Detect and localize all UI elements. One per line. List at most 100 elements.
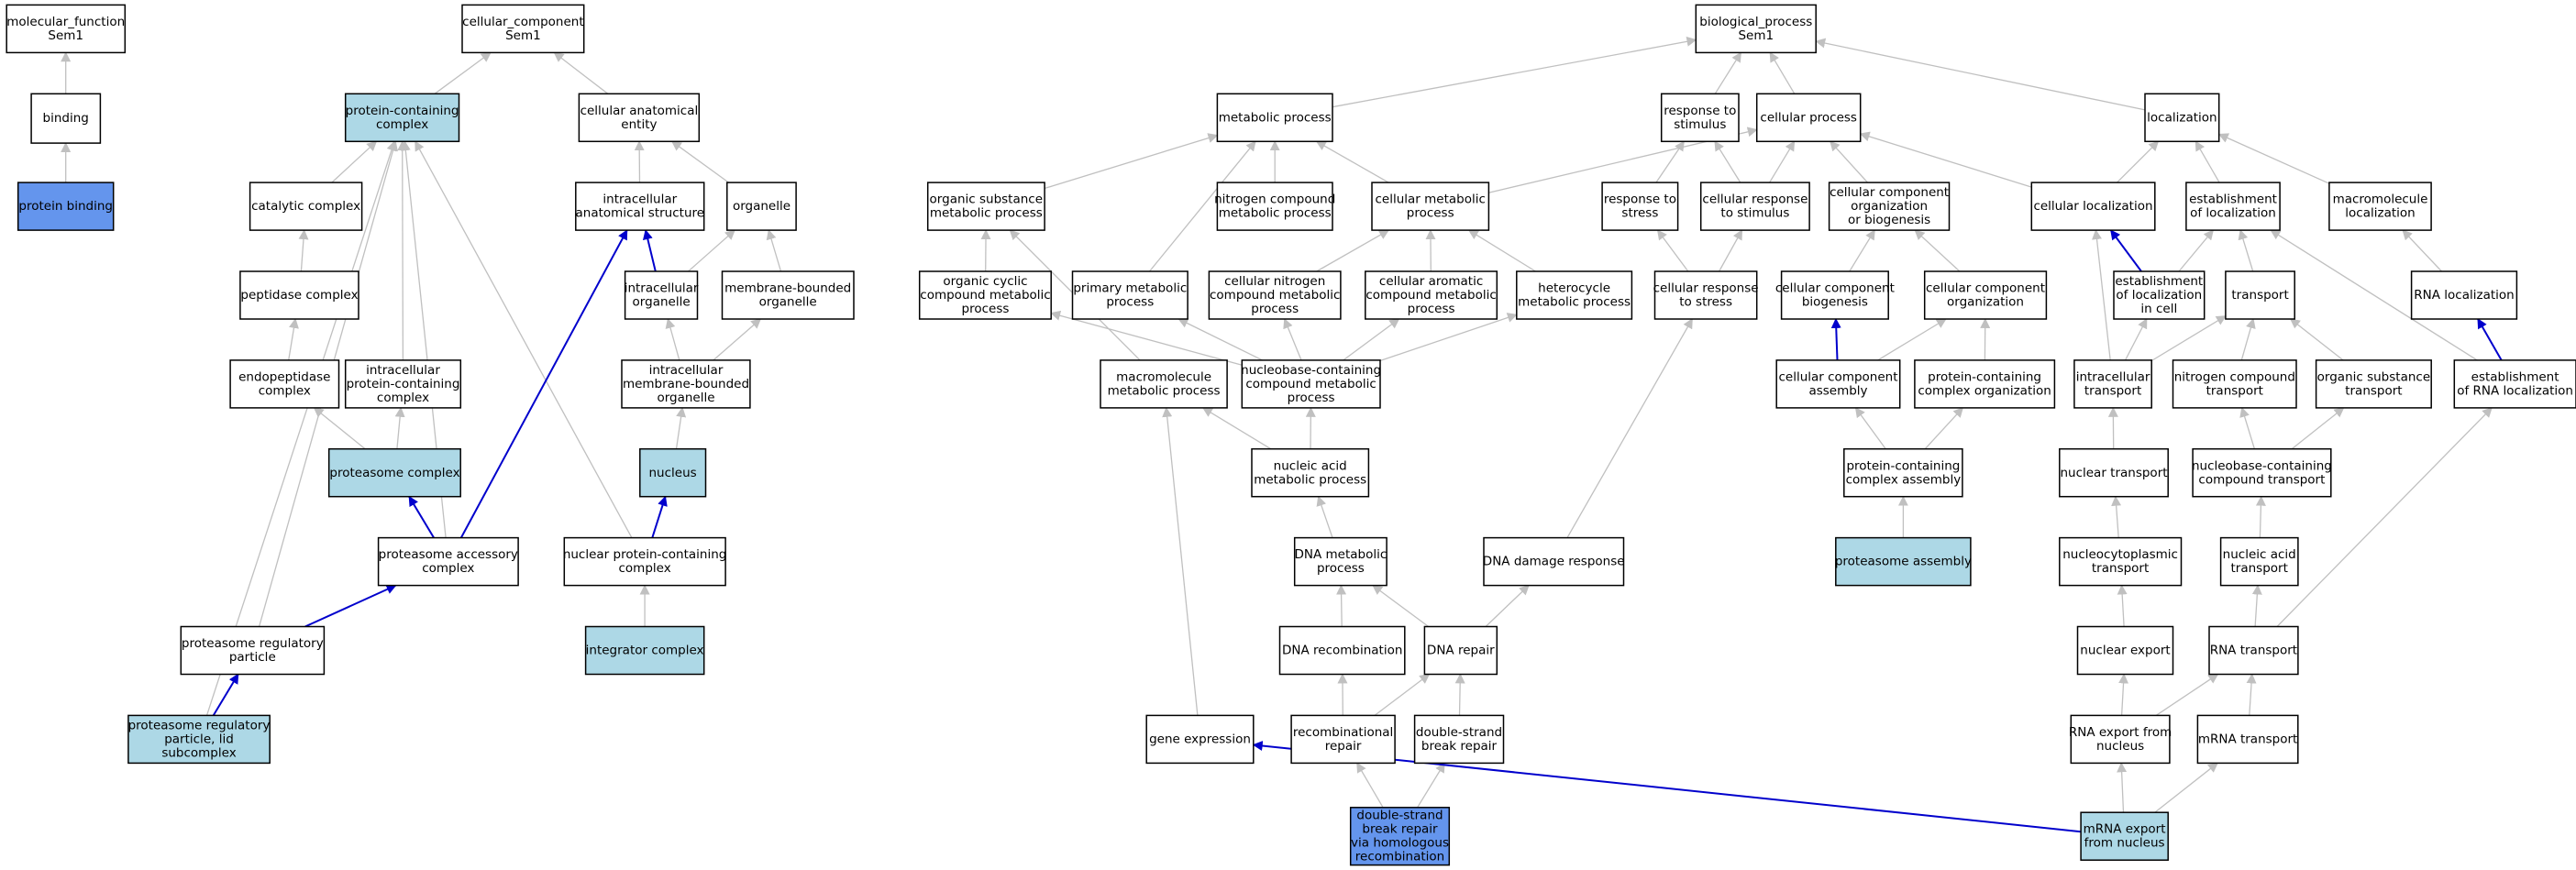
node-rna-transport[interactable]: RNA transport [2208, 625, 2299, 676]
edge-pcca-to-pcco [1924, 407, 1964, 450]
node-label-line: proteasome assembly [1835, 555, 1972, 569]
node-nuclear-transport[interactable]: nuclear transport [2059, 447, 2169, 498]
node-dna-repair[interactable]: DNA repair [1423, 625, 1498, 676]
edge-ccob-to-cellular_process [1830, 140, 1868, 183]
node-label-line: metabolic process [1219, 110, 1332, 125]
node-protein-binding[interactable]: protein binding [17, 182, 115, 231]
node-box [1293, 536, 1388, 587]
node-transport[interactable]: transport [2225, 270, 2295, 320]
node-label-line: particle, lid [164, 732, 234, 746]
node-nucleus[interactable]: nucleus [639, 447, 707, 498]
node-box [639, 447, 707, 498]
node-nuclear-export[interactable]: nuclear export [2076, 625, 2174, 676]
node-label-line: organic substance [930, 193, 1043, 207]
edge-nccmp-to-hmp [1379, 313, 1518, 362]
node-metabolic[interactable]: metabolic process [1216, 93, 1333, 143]
node-organelle[interactable]: organelle [726, 182, 797, 231]
node-peptidase[interactable]: peptidase complex [239, 270, 359, 320]
node-box [180, 625, 326, 676]
node-catalytic[interactable]: catalytic complex [249, 182, 363, 231]
node-integrator[interactable]: integrator complex [584, 625, 705, 676]
node-label-line: compound metabolic [1365, 288, 1496, 303]
node-label-line: nucleocytoplasmic [2062, 547, 2178, 562]
node-label-line: cellular process [1760, 110, 1857, 125]
node-label-line: cellular localization [2033, 199, 2152, 214]
node-label-line: proteasome complex [329, 466, 459, 480]
node-box [2073, 359, 2152, 409]
node-box [2219, 536, 2299, 587]
node-label-line: recombination [1355, 850, 1444, 864]
node-localization[interactable]: localization [2144, 93, 2220, 143]
node-proteasome[interactable]: proteasome complex [327, 447, 461, 498]
node-box [327, 447, 461, 498]
node-binding[interactable]: binding [30, 93, 102, 144]
node-box [726, 182, 797, 231]
node-mrna-transport[interactable]: mRNA transport [2196, 714, 2299, 765]
node-label-line: cellular nitrogen [1224, 274, 1325, 289]
node-label-line: intracellular [625, 281, 699, 296]
edge-nct-to-transport [2240, 317, 2256, 361]
node-proteasome-assembly[interactable]: proteasome assembly [1835, 536, 1972, 587]
node-cellular-process[interactable]: cellular process [1755, 93, 1862, 143]
node-cell-loc[interactable]: cellular localization [2030, 182, 2156, 231]
node-label-line: in cell [2140, 302, 2177, 316]
node-label-line: macromolecule [1116, 369, 1211, 384]
node-rna-loc[interactable]: RNA localization [2410, 270, 2518, 320]
node-dna-damage[interactable]: DNA damage response [1483, 536, 1625, 587]
node-dna-recomb[interactable]: DNA recombination [1278, 625, 1406, 676]
node-gene-expr[interactable]: gene expression [1145, 714, 1255, 765]
